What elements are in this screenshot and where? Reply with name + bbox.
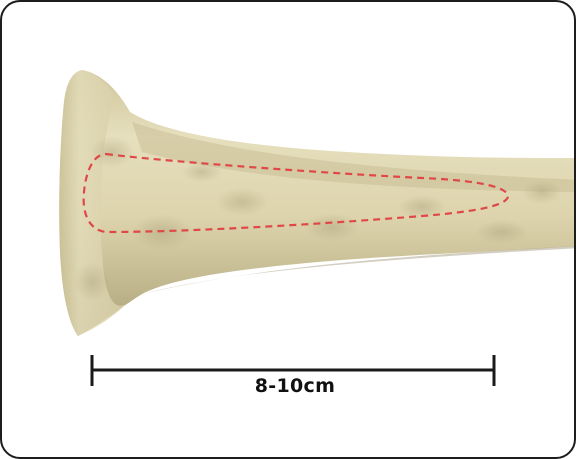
measurement-label: 8-10cm <box>240 375 350 397</box>
